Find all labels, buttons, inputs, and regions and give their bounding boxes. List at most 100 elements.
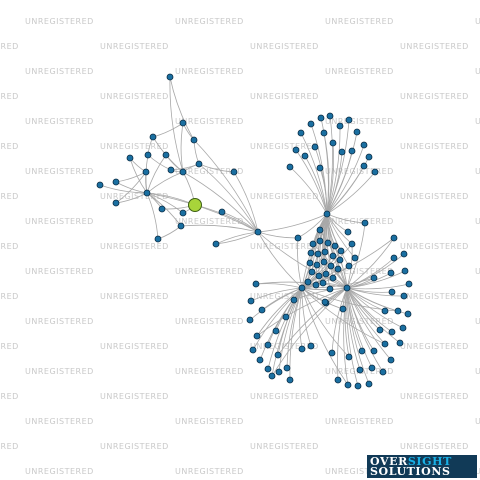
graph-node[interactable] — [343, 284, 351, 292]
graph-node[interactable] — [322, 270, 330, 278]
graph-node[interactable] — [253, 332, 261, 340]
graph-node[interactable] — [264, 341, 272, 349]
graph-node[interactable] — [307, 342, 315, 350]
graph-node[interactable] — [334, 265, 342, 273]
graph-node[interactable] — [394, 307, 402, 315]
graph-node[interactable] — [345, 262, 353, 270]
graph-node[interactable] — [365, 380, 373, 388]
graph-node[interactable] — [218, 208, 226, 216]
graph-node[interactable] — [316, 226, 324, 234]
graph-node[interactable] — [400, 292, 408, 300]
graph-node[interactable] — [353, 128, 361, 136]
graph-node[interactable] — [368, 364, 376, 372]
graph-node[interactable] — [365, 153, 373, 161]
graph-node[interactable] — [348, 240, 356, 248]
highlighted-node[interactable] — [188, 198, 202, 212]
graph-node[interactable] — [348, 147, 356, 155]
graph-node[interactable] — [158, 205, 166, 213]
graph-node[interactable] — [399, 324, 407, 332]
graph-node[interactable] — [317, 114, 325, 122]
graph-node[interactable] — [360, 141, 368, 149]
graph-node[interactable] — [275, 368, 283, 376]
graph-node[interactable] — [252, 280, 260, 288]
graph-node[interactable] — [311, 143, 319, 151]
graph-node[interactable] — [390, 254, 398, 262]
graph-node[interactable] — [370, 347, 378, 355]
graph-node[interactable] — [326, 112, 334, 120]
graph-node[interactable] — [126, 154, 134, 162]
graph-node[interactable] — [336, 122, 344, 130]
graph-node[interactable] — [290, 296, 298, 304]
graph-node[interactable] — [112, 178, 120, 186]
graph-node[interactable] — [142, 168, 150, 176]
graph-node[interactable] — [297, 129, 305, 137]
graph-node[interactable] — [404, 310, 412, 318]
graph-node[interactable] — [387, 356, 395, 364]
graph-node[interactable] — [179, 168, 187, 176]
graph-node[interactable] — [154, 235, 162, 243]
graph-node[interactable] — [323, 210, 331, 218]
graph-node[interactable] — [337, 247, 345, 255]
graph-node[interactable] — [230, 168, 238, 176]
graph-node[interactable] — [371, 168, 379, 176]
graph-node[interactable] — [356, 366, 364, 374]
graph-node[interactable] — [301, 152, 309, 160]
graph-node[interactable] — [298, 345, 306, 353]
graph-node[interactable] — [321, 248, 329, 256]
graph-node[interactable] — [315, 272, 323, 280]
graph-node[interactable] — [379, 368, 387, 376]
graph-node[interactable] — [319, 279, 327, 287]
graph-node[interactable] — [246, 316, 254, 324]
graph-node[interactable] — [179, 119, 187, 127]
graph-node[interactable] — [358, 347, 366, 355]
graph-node[interactable] — [286, 376, 294, 384]
graph-node[interactable] — [166, 73, 174, 81]
graph-node[interactable] — [344, 381, 352, 389]
graph-node[interactable] — [274, 351, 282, 359]
graph-node[interactable] — [327, 262, 335, 270]
graph-node[interactable] — [254, 228, 262, 236]
graph-node[interactable] — [308, 268, 316, 276]
graph-node[interactable] — [400, 250, 408, 258]
graph-node[interactable] — [264, 365, 272, 373]
graph-node[interactable] — [396, 339, 404, 347]
graph-node[interactable] — [282, 313, 290, 321]
graph-node[interactable] — [324, 239, 332, 247]
graph-node[interactable] — [360, 162, 368, 170]
graph-node[interactable] — [162, 151, 170, 159]
graph-node[interactable] — [212, 240, 220, 248]
graph-node[interactable] — [195, 160, 203, 168]
graph-node[interactable] — [167, 166, 175, 174]
graph-node[interactable] — [316, 164, 324, 172]
graph-node[interactable] — [179, 209, 187, 217]
graph-node[interactable] — [112, 199, 120, 207]
graph-node[interactable] — [272, 327, 280, 335]
graph-node[interactable] — [339, 305, 347, 313]
graph-node[interactable] — [401, 267, 409, 275]
graph-node[interactable] — [294, 234, 302, 242]
graph-node[interactable] — [249, 346, 257, 354]
graph-node[interactable] — [309, 240, 317, 248]
graph-node[interactable] — [321, 298, 329, 306]
graph-node[interactable] — [390, 234, 398, 242]
graph-node[interactable] — [326, 285, 334, 293]
graph-node[interactable] — [381, 307, 389, 315]
graph-node[interactable] — [344, 228, 352, 236]
graph-node[interactable] — [334, 376, 342, 384]
graph-node[interactable] — [268, 372, 276, 380]
graph-node[interactable] — [388, 328, 396, 336]
graph-node[interactable] — [256, 356, 264, 364]
graph-node[interactable] — [361, 219, 369, 227]
graph-node[interactable] — [304, 278, 312, 286]
graph-node[interactable] — [144, 151, 152, 159]
graph-node[interactable] — [286, 163, 294, 171]
graph-node[interactable] — [387, 269, 395, 277]
graph-node[interactable] — [329, 274, 337, 282]
graph-node[interactable] — [405, 280, 413, 288]
graph-node[interactable] — [283, 364, 291, 372]
graph-node[interactable] — [329, 252, 337, 260]
graph-node[interactable] — [306, 259, 314, 267]
graph-node[interactable] — [351, 254, 359, 262]
graph-node[interactable] — [190, 136, 198, 144]
graph-node[interactable] — [376, 326, 384, 334]
